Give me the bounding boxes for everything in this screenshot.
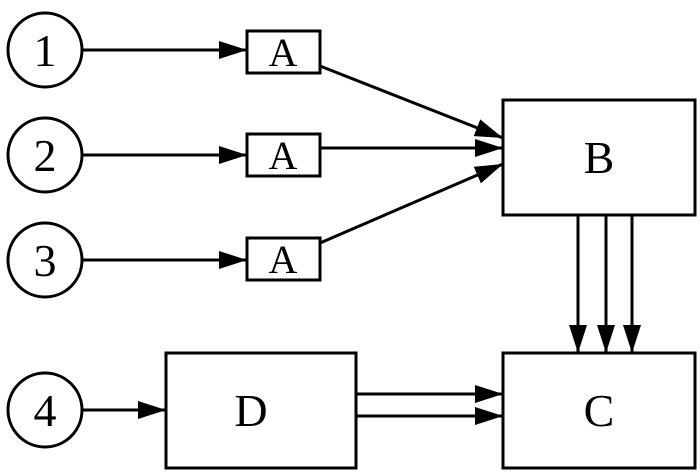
block-d: D	[164, 351, 358, 470]
input-node-3: 3	[6, 221, 84, 299]
box-a-3: A	[245, 236, 322, 282]
input-label: 3	[34, 235, 57, 286]
box-a-label: A	[269, 30, 298, 75]
arrow-a1-to-b	[319, 64, 504, 140]
arrow-a3-to-b	[319, 162, 504, 245]
input-node-2: 2	[6, 116, 84, 194]
box-a-label: A	[269, 237, 298, 282]
input-node-1: 1	[6, 11, 84, 89]
box-a-1: A	[245, 29, 322, 75]
block-d-label: D	[234, 385, 267, 436]
block-c: C	[501, 351, 697, 470]
block-c-label: C	[584, 385, 615, 436]
input-label: 4	[34, 385, 57, 436]
input-node-4: 4	[6, 371, 84, 449]
block-b: B	[501, 98, 697, 217]
block-b-label: B	[584, 132, 615, 183]
box-a-label: A	[269, 133, 298, 178]
input-label: 1	[34, 25, 57, 76]
box-a-2: A	[245, 132, 322, 178]
input-label: 2	[34, 130, 57, 181]
